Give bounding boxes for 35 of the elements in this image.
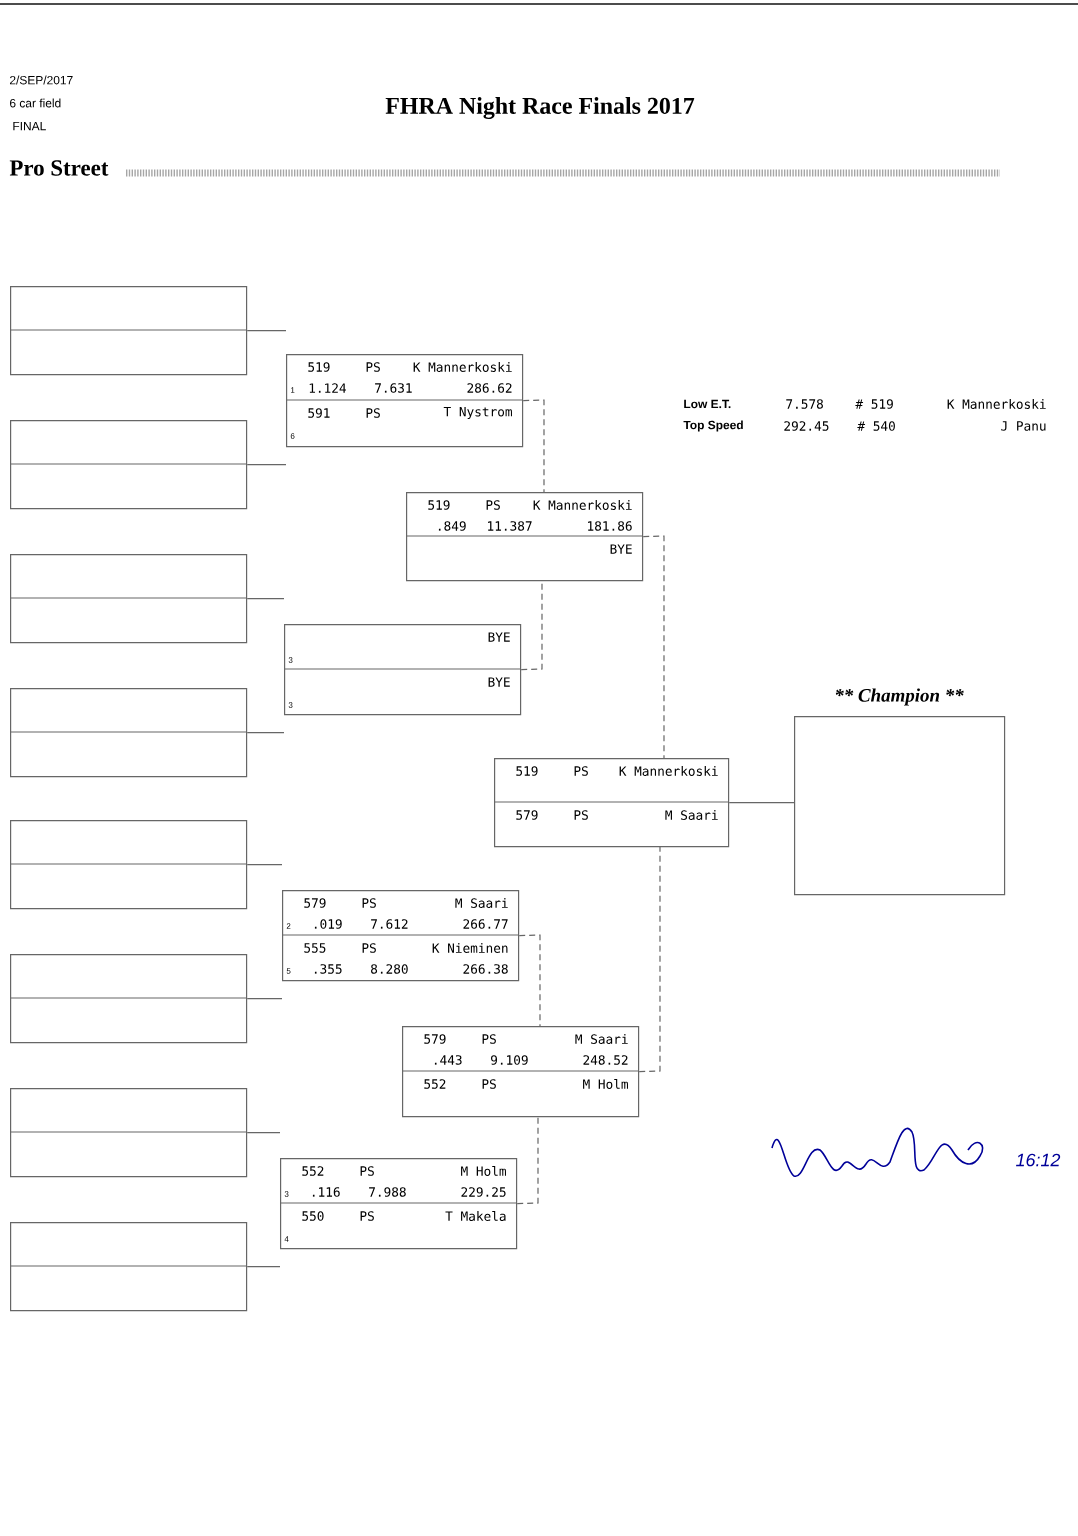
connector-line xyxy=(246,1266,281,1268)
connector-line xyxy=(520,579,543,671)
class-heading: Pro Street xyxy=(9,160,109,176)
match-box xyxy=(283,624,522,716)
connector-line xyxy=(516,1115,539,1205)
entry-box xyxy=(9,820,248,910)
entry-box xyxy=(9,286,248,376)
connector-line xyxy=(246,598,285,600)
connector-line xyxy=(518,934,541,1027)
match-box xyxy=(279,1158,518,1250)
entry-box xyxy=(9,554,248,644)
match-box xyxy=(285,354,524,448)
entry-box xyxy=(9,1222,248,1312)
connector-line xyxy=(246,464,287,466)
entry-box xyxy=(9,688,248,778)
connector-line xyxy=(246,998,283,1000)
entry-box xyxy=(9,420,248,510)
match-box xyxy=(401,1026,640,1118)
match-box xyxy=(405,492,644,582)
entry-box xyxy=(9,1088,248,1178)
connector-line xyxy=(246,330,287,332)
connector-line xyxy=(246,864,283,866)
time-note: 16:12 xyxy=(1016,1153,1061,1167)
match-box xyxy=(493,758,730,848)
title: FHRA Night Race Finals 2017 xyxy=(385,97,695,119)
connector-line xyxy=(638,845,661,1073)
connector-line xyxy=(522,399,545,493)
connector-line xyxy=(246,1132,281,1134)
connector-line xyxy=(728,802,795,804)
match-box xyxy=(281,890,520,982)
connector-line xyxy=(246,732,285,734)
connector-line xyxy=(642,535,665,759)
entry-box xyxy=(9,954,248,1044)
champion-box xyxy=(794,688,1006,896)
champion-heading: ** Champion ** xyxy=(835,688,964,706)
